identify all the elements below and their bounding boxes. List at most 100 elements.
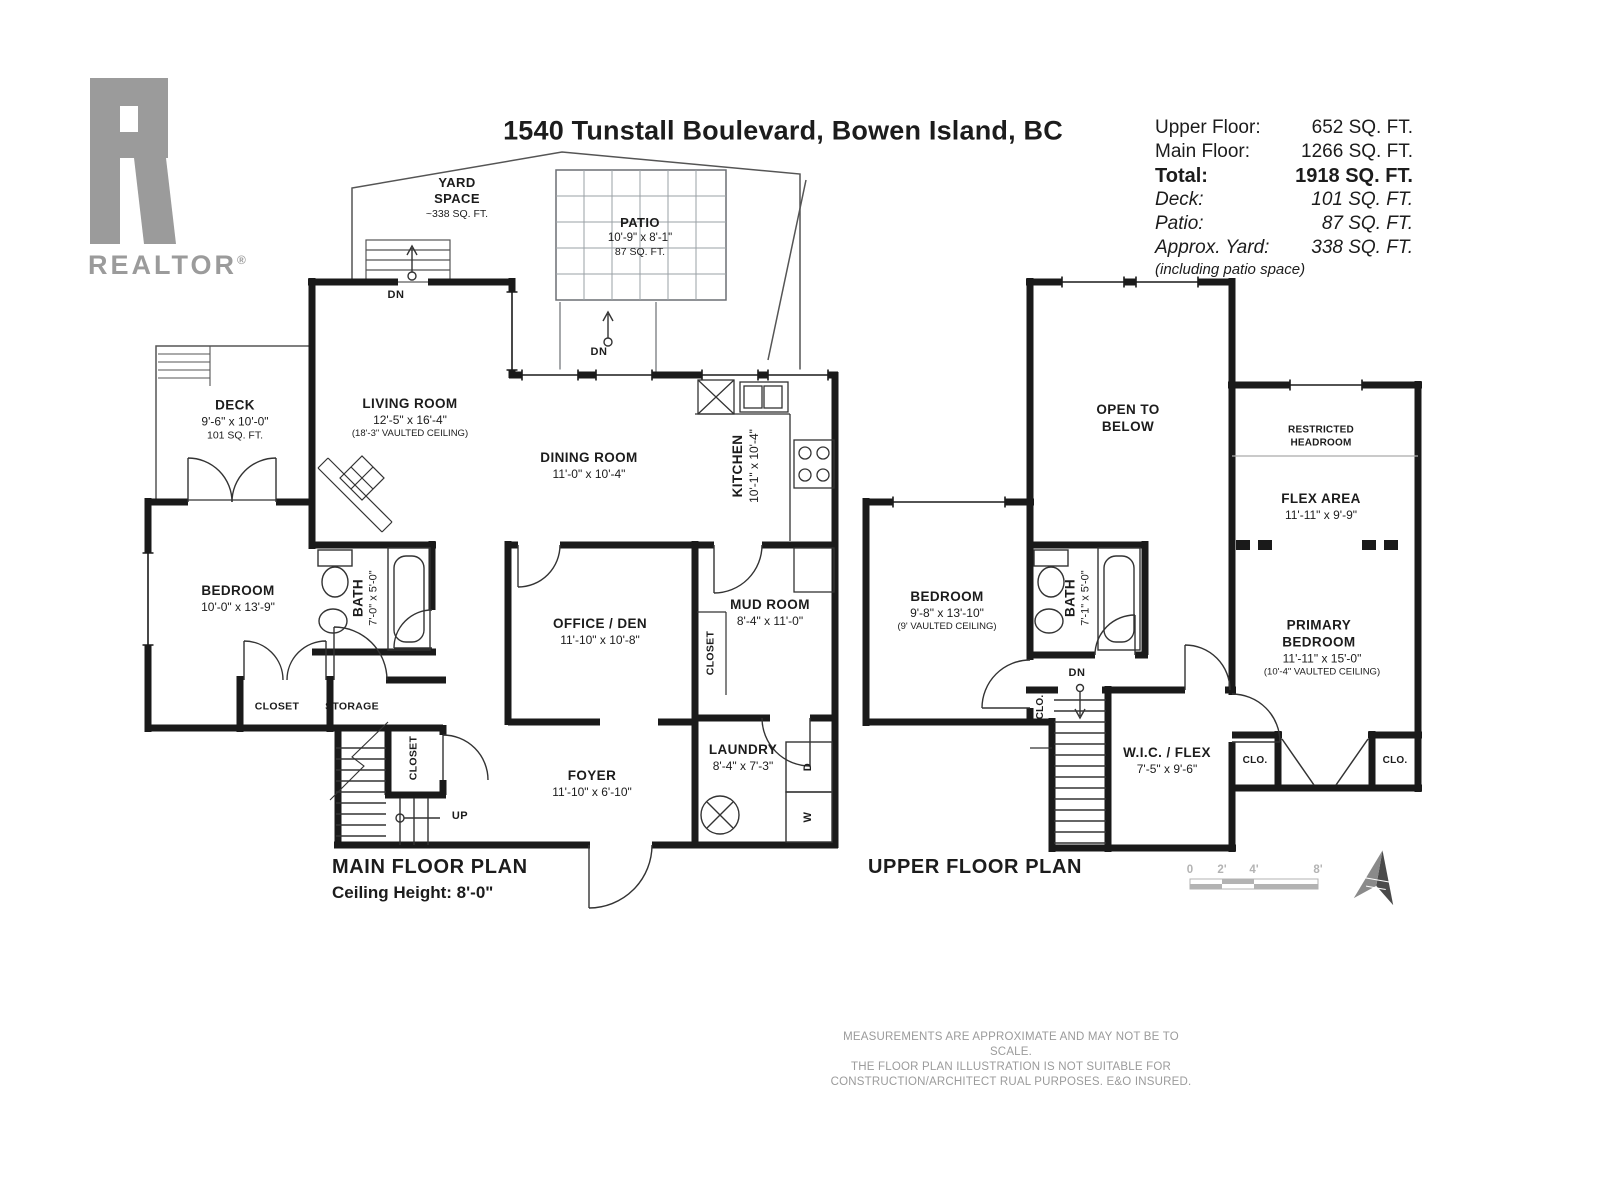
room-name: BATH — [350, 578, 366, 618]
room-label-living-room: LIVING ROOM 12'-5" x 16'-4" (18'-3" VAUL… — [352, 396, 468, 440]
area-label: Deck: — [1155, 189, 1204, 210]
room-note: (18'-3" VAULTED CEILING) — [351, 428, 469, 439]
main-floor-door-arcs — [187, 457, 811, 909]
room-name: PRIMARY BEDROOM — [1282, 617, 1356, 650]
mud-closet-lines — [697, 611, 727, 695]
room-label-closet-stairs: CLOSET — [407, 736, 420, 780]
realtor-logo-icon — [90, 78, 176, 244]
room-name: W.I.C. / FLEX — [1123, 745, 1211, 761]
dn-arrow-living — [406, 244, 418, 281]
room-label-laundry: LAUNDRY 8'-4" x 7'-3" — [709, 742, 777, 774]
room-name: CLOSET — [704, 630, 717, 676]
room-area: 101 SQ. FT. — [206, 429, 264, 442]
area-value: 87 SQ. FT. — [1321, 213, 1413, 234]
room-name: CLO. — [1034, 694, 1046, 720]
room-label-upper-bath: BATH 7'-1" x 5'-0" — [1063, 570, 1094, 625]
room-dims: 11'-11" x 9'-9" — [1284, 507, 1358, 522]
laundry-fixtures — [700, 741, 833, 843]
half-wall-posts — [1236, 540, 1398, 550]
area-note: (including patio space) — [1155, 261, 1306, 278]
room-label-closet: CLOSET — [255, 700, 299, 713]
room-dims: 7'-5" x 9'-6" — [1136, 761, 1198, 776]
room-name: BEDROOM — [910, 589, 984, 605]
area-value: 652 SQ. FT. — [1311, 117, 1413, 138]
area-value: 101 SQ. FT. — [1311, 189, 1413, 210]
main-bath-fixtures — [317, 547, 431, 651]
upper-floor-caption: UPPER FLOOR PLAN — [868, 856, 1083, 878]
upper-floor-door-arcs — [981, 614, 1281, 743]
area-value: 338 SQ. FT. — [1311, 237, 1413, 258]
area-label: Approx. Yard: — [1155, 237, 1270, 258]
realtor-logo-text: REALTOR® — [88, 250, 246, 281]
patio-grid — [555, 169, 727, 373]
room-name: BEDROOM — [201, 583, 275, 599]
room-name: YARD SPACE — [434, 175, 480, 207]
room-dims: 12'-5" x 16'-4" — [373, 413, 447, 427]
area-row-deck: Deck: 101 SQ. FT. — [1155, 188, 1413, 212]
area-row-upper: Upper Floor: 652 SQ. FT. — [1155, 116, 1413, 140]
room-label-patio: PATIO 10'-9" x 8'-1" 87 SQ. FT. — [608, 215, 672, 259]
main-floor-caption: MAIN FLOOR PLAN — [332, 856, 528, 878]
area-label: Main Floor: — [1155, 141, 1251, 162]
room-name: MUD ROOM — [730, 597, 810, 613]
room-label-wic-flex: W.I.C. / FLEX 7'-5" x 9'-6" — [1123, 745, 1211, 777]
room-label-bedroom: BEDROOM 10'-0" x 13'-9" — [201, 583, 275, 615]
room-label-restricted-headroom: RESTRICTED HEADROOM — [1261, 425, 1381, 450]
realtor-name: REALTOR — [88, 250, 237, 280]
room-name: KITCHEN — [730, 434, 746, 498]
room-name: LAUNDRY — [708, 742, 778, 758]
room-name: CLOSET — [407, 735, 420, 781]
room-dims: 9'-6" x 10'-0" — [201, 414, 269, 429]
room-dims: 11'-11" x 15'-0" — [1282, 651, 1362, 666]
room-dims: 11'-0" x 10'-4" — [552, 466, 626, 481]
room-name: DECK — [215, 397, 255, 413]
room-name: OPEN TO BELOW — [1096, 402, 1160, 434]
room-name: FOYER — [567, 768, 617, 784]
dn-label-patio: DN — [590, 346, 608, 359]
room-name: LIVING ROOM — [362, 396, 458, 412]
room-label-kitchen: KITCHEN 10'-1" x 10'-4" — [730, 429, 762, 503]
area-row-yard: Approx. Yard: 338 SQ. FT. — [1155, 236, 1413, 260]
room-label-deck: DECK 9'-6" x 10'-0" 101 SQ. FT. — [201, 398, 268, 443]
room-label-dining-room: DINING ROOM 11'-0" x 10'-4" — [540, 450, 637, 482]
area-summary: Upper Floor:652 SQ. FT. Main Floor:1266 … — [1155, 116, 1413, 280]
room-name: FLEX AREA — [1281, 491, 1361, 507]
room-area: 87 SQ. FT. — [614, 245, 666, 258]
room-dims: 11'-10" x 10'-8" — [560, 632, 640, 647]
area-label: Patio: — [1155, 213, 1204, 234]
washer-label: W — [802, 811, 815, 823]
room-dims: 10'-1" x 10'-4" — [746, 429, 761, 503]
room-label-clo-stairs: CLO. — [1035, 695, 1048, 720]
area-label: Total: — [1155, 165, 1208, 187]
fireplace — [317, 455, 393, 533]
up-label-stairs: UP — [451, 810, 469, 823]
room-name: RESTRICTED HEADROOM — [1288, 424, 1354, 449]
room-name: STORAGE — [325, 700, 379, 713]
room-label-clo-right: CLO. — [1383, 755, 1408, 768]
dn-arrow-patio — [602, 310, 614, 347]
page-title: 1540 Tunstall Boulevard, Bowen Island, B… — [503, 115, 1063, 146]
room-name: PATIO — [620, 215, 660, 231]
room-label-mud-room: MUD ROOM 8'-4" x 11'-0" — [730, 597, 810, 629]
room-dims: 11'-10" x 6'-10" — [552, 784, 632, 799]
room-dims: 7'-1" x 5'-0" — [1079, 570, 1092, 626]
disclaimer: MEASUREMENTS ARE APPROXIMATE AND MAY NOT… — [828, 1030, 1194, 1090]
room-name: CLO. — [1242, 754, 1268, 766]
room-name: CLOSET — [254, 700, 300, 713]
room-dims: 10'-0" x 13'-9" — [201, 599, 275, 614]
scale-bar — [1189, 878, 1319, 890]
room-label-yard: YARD SPACE ~338 SQ. FT. — [417, 175, 497, 221]
room-dims: 9'-8" x 13'-10" — [910, 606, 984, 620]
disclaimer-line: THE FLOOR PLAN ILLUSTRATION IS NOT SUITA… — [851, 1061, 1171, 1073]
area-label: Upper Floor: — [1155, 117, 1261, 138]
upper-thin-lines — [1030, 455, 1418, 786]
room-label-office-den: OFFICE / DEN 11'-10" x 10'-8" — [553, 616, 647, 648]
ceiling-height-caption: Ceiling Height: 8'-0" — [332, 883, 494, 902]
area-row-patio: Patio: 87 SQ. FT. — [1155, 212, 1413, 236]
dryer-label: D — [802, 762, 815, 772]
room-label-primary-bedroom: PRIMARY BEDROOM 11'-11" x 15'-0" (10'-4"… — [1264, 618, 1380, 679]
scale-tick-8: 8' — [1313, 864, 1323, 876]
upper-floor-walls — [862, 278, 1422, 852]
